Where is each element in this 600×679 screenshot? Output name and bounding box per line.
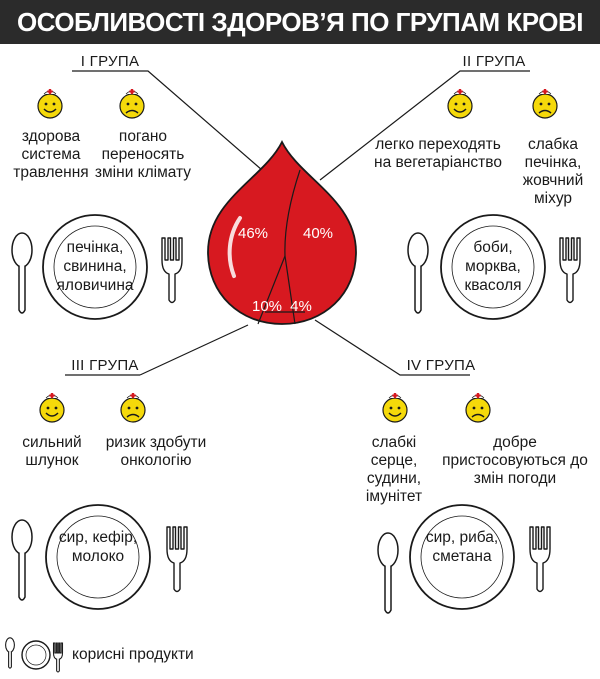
page-title: ОСОБЛИВОСТІ ЗДОРОВ’Я ПО ГРУПАМ КРОВІ [0, 0, 600, 44]
plate-icon [409, 504, 515, 610]
plate-icon [440, 214, 546, 320]
sad-nurse-icon [532, 88, 558, 119]
group-4-foods: сир, риба, сметана [425, 529, 499, 565]
group-2-negative: слабка печінка, жовчний міхур [522, 136, 584, 207]
group-1-label: I ГРУПА [80, 53, 140, 70]
group-2-label: II ГРУПА [462, 53, 526, 70]
group-3-negative: ризик здобути онкологію [105, 434, 207, 469]
leader-lines [65, 70, 530, 376]
sad-nurse-icon [465, 392, 491, 423]
group-4-positive: слабкі серце, судини, імунітет [365, 434, 423, 505]
drop-segment-label: 10% [252, 298, 282, 315]
group-3-foods: сир, кефір, молоко [58, 529, 138, 565]
group-2-foods: боби, морква, квасоля [464, 239, 522, 294]
group-3-positive: сильний шлунок [22, 434, 82, 469]
sad-nurse-icon [120, 392, 146, 423]
fork-icon [559, 237, 581, 304]
plate-icon [42, 214, 148, 320]
blood-drop [207, 139, 357, 325]
group-1-negative: погано переносять зміни клімату [94, 128, 192, 181]
smiley-nurse-icon [382, 392, 408, 423]
drop-segment-label: 4% [290, 298, 312, 315]
table-setting-2 [407, 214, 581, 320]
spoon-icon [11, 232, 33, 314]
group-4-label: IV ГРУПА [406, 357, 476, 374]
spoon-icon [11, 519, 33, 601]
table-setting-1 [11, 214, 183, 320]
smiley-nurse-icon [39, 392, 65, 423]
plate-icon [45, 504, 151, 610]
spoon-icon [377, 532, 399, 614]
group-2-positive: легко переходять на вегетаріанство [374, 136, 502, 171]
fork-icon [161, 237, 183, 304]
drop-segment-label: 40% [303, 225, 333, 242]
group-1-positive: здорова система травлення [13, 128, 89, 181]
spoon-icon [407, 232, 429, 314]
drop-segment-label: 46% [238, 225, 268, 242]
smiley-nurse-icon [37, 88, 63, 119]
legend-label: корисні продукти [72, 646, 194, 663]
group-4-negative: добре пристосовуються до змін погоди [442, 434, 588, 487]
legend-icon [5, 637, 64, 673]
sad-nurse-icon [119, 88, 145, 119]
fork-icon [166, 526, 188, 593]
group-1-foods: печінка, свинина, яловичина [56, 239, 134, 294]
table-setting-4 [377, 504, 551, 614]
group-3-label: III ГРУПА [71, 357, 139, 374]
table-setting-3 [11, 504, 188, 610]
smiley-nurse-icon [447, 88, 473, 119]
fork-icon [529, 526, 551, 593]
